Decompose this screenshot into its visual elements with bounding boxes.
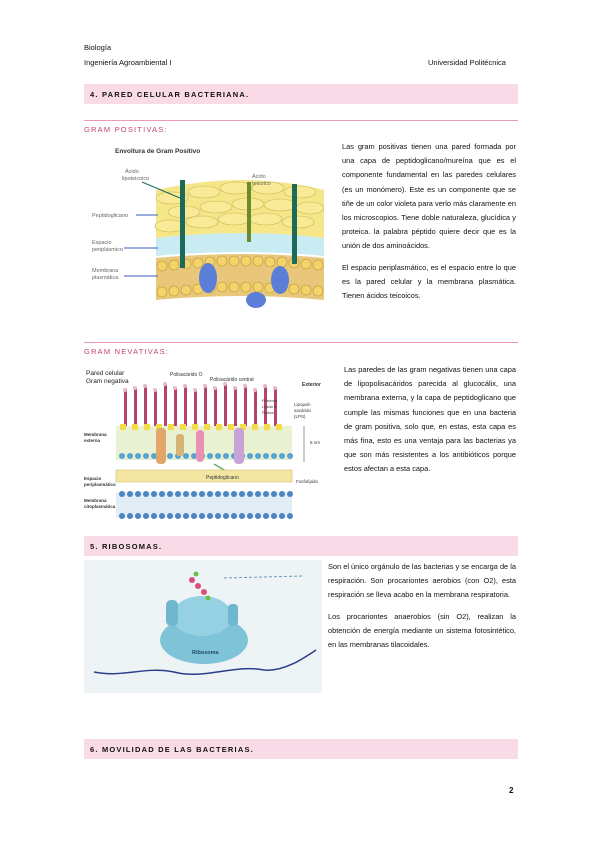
gram-positive-figure: Envoltura de Gram Positivo Ácido lipotei…	[84, 140, 330, 312]
figure-title: Envoltura de Gram Positivo	[115, 148, 200, 155]
gn-label-porin: Porina	[262, 410, 274, 415]
gram-positive-text: Las gram positivas tienen una pared form…	[342, 140, 516, 310]
ribosome-text: Son el único orgánulo de las bacterias y…	[328, 560, 516, 659]
ribosome-figure: Ribosoma	[84, 560, 322, 693]
header-university: Universidad Politécnica	[428, 58, 506, 67]
gn-label-periplasmic-2: periplasmático	[84, 482, 116, 487]
gn-title-1: Pared celular	[86, 370, 125, 377]
gn-label-8nm: 8 nm	[310, 440, 320, 445]
gram-negative-rule	[84, 342, 518, 343]
gn-label-outer-membrane-1: Membrana	[84, 432, 107, 437]
gn-label-core: Polisacárido central	[210, 377, 254, 383]
gn-label-periplasmic-1: Espacio	[84, 476, 102, 481]
label-periplasmic-2: periplásmico	[92, 247, 123, 253]
gn-title-2: Gram negativa	[86, 378, 129, 385]
gram-negative-text: Las paredes de las gram negativas tienen…	[344, 363, 516, 484]
gram-positive-p1: Las gram positivas tienen una pared form…	[342, 142, 516, 251]
gram-positive-rule	[84, 120, 518, 121]
label-membrane-2: plasmática	[92, 275, 119, 281]
gn-label-exterior: Exterior	[302, 382, 321, 388]
gn-label-lipid-a: Lípido A	[262, 404, 277, 409]
gram-negative-p1: Las paredes de las gram negativas tienen…	[344, 365, 516, 474]
label-teichoic-2: teicoico	[252, 181, 271, 187]
gn-label-outer-membrane-2: externa	[84, 438, 101, 443]
ribosome-p1: Son el único orgánulo de las bacterias y…	[328, 562, 516, 600]
header-subject: Biología	[84, 43, 112, 52]
gram-positive-p2: El espacio periplasmático, es el espacio…	[342, 262, 516, 301]
label-lipoteichoic-2: lipoteicoico	[122, 176, 149, 182]
gram-positive-heading: GRAM POSITIVAS:	[84, 125, 168, 134]
gram-negative-figure: Pared celular Gram negativa Polisacárido…	[84, 366, 336, 522]
ribosome-p2: Los procariontes anaerobios (sin O2), re…	[328, 611, 516, 650]
section-5-bar: 5. RIBOSOMAS.	[84, 536, 518, 556]
gram-negative-heading: GRAM NEVATIVAS:	[84, 347, 170, 356]
section-5-title: 5. RIBOSOMAS.	[90, 542, 163, 551]
section-6-title: 6. MOVILIDAD DE LAS BACTERIAS.	[90, 745, 254, 754]
gn-label-peptidoglycan: Peptidoglicano	[206, 475, 239, 481]
section-4-title: 4. PARED CELULAR BACTERIANA.	[90, 90, 250, 99]
gn-label-lps-3: (LPS)	[294, 414, 306, 419]
gn-label-lps-2: sacárido	[294, 408, 312, 413]
section-4-bar: 4. PARED CELULAR BACTERIANA.	[84, 84, 518, 104]
header-course: Ingeniería Agroambiental I	[84, 58, 172, 67]
gn-label-cyto-membrane-1: Membrana	[84, 498, 107, 503]
label-membrane-1: Membrana	[92, 268, 119, 274]
gn-label-cyto-membrane-2: citoplasmática	[84, 504, 116, 509]
label-peptidoglycan: Peptidoglicano	[92, 213, 128, 219]
label-teichoic-1: Ácido	[252, 173, 266, 180]
gn-label-polysaccharide-o: Polisacárido O	[170, 372, 203, 378]
page-number: 2	[509, 786, 514, 795]
label-periplasmic-1: Espacio	[92, 240, 112, 246]
gn-label-phospholipid: Fosfolípido	[296, 479, 319, 484]
section-6-bar: 6. MOVILIDAD DE LAS BACTERIAS.	[84, 739, 518, 759]
gn-label-lps-1: Lipopoli-	[294, 402, 312, 407]
ribosome-label: Ribosoma	[192, 650, 220, 656]
label-lipoteichoic-1: Ácido	[125, 168, 139, 175]
gn-label-protein: Proteína	[262, 398, 278, 403]
